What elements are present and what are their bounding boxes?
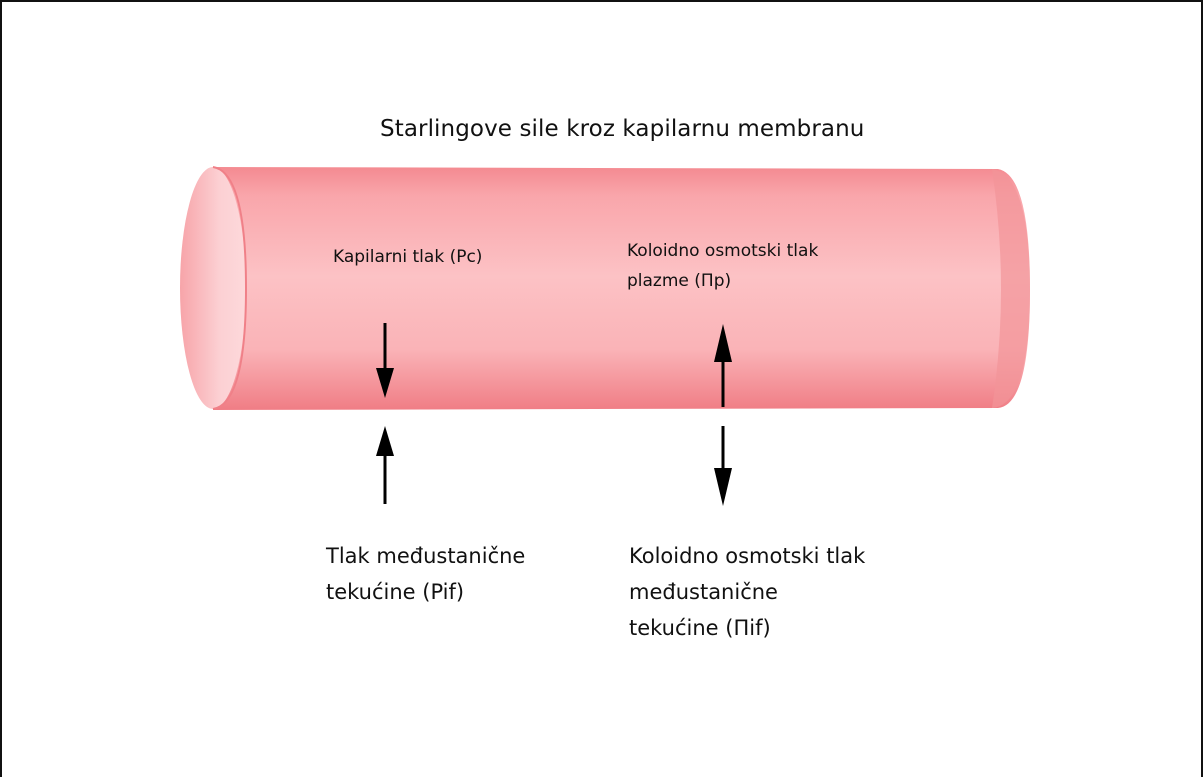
vessel-right-end [992,169,1030,408]
diagram-title: Starlingove sile kroz kapilarnu membranu [380,116,865,142]
vessel-body [213,167,1030,410]
arrow-down-pc [376,323,394,398]
arrow-up-pp [714,324,732,407]
vessel-opening [180,167,246,409]
label-capillary-pressure: Kapilarni tlak (Pc) [333,247,483,267]
label-interstitial-oncotic-pressure: Koloidno osmotski tlak međustanične teku… [629,544,866,640]
arrow-up-pif [376,426,394,504]
label-interstitial-fluid-pressure: Tlak međustanične tekućine (Pif) [326,544,526,604]
label-plasma-oncotic-pressure: Koloidno osmotski tlak plazme (Πp) [627,241,819,291]
arrow-down-piif [714,426,732,506]
vessel-opening-rim [212,166,248,410]
